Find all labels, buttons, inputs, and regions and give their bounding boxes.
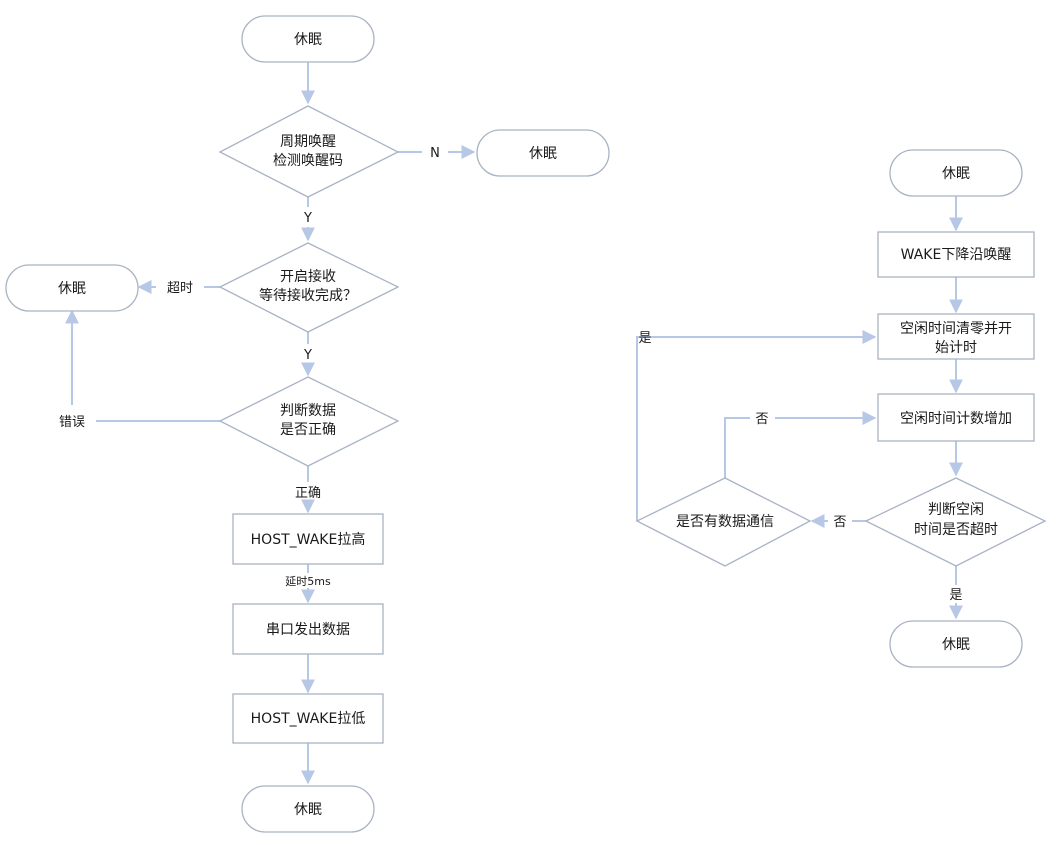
node-host-wake-low-label: HOST_WAKE拉低 — [251, 711, 366, 727]
node-enable-rx-line2: 等待接收完成？ — [259, 287, 357, 304]
node-host-wake-high-label: HOST_WAKE拉高 — [251, 531, 366, 548]
node-r-wake-falling-label: WAKE下降沿唤醒 — [901, 246, 1012, 263]
left-edge-labels: N Y 超时 Y 错误 正确 延时5ms — [59, 146, 440, 588]
node-host-wake-low — [232, 693, 384, 744]
node-sleep-timeout — [5, 264, 139, 312]
node-start-sleep-label: 休眠 — [294, 32, 322, 48]
node-sleep-timeout-label: 休眠 — [58, 281, 86, 297]
label-yes-sleep: 是 — [949, 588, 962, 603]
left-nodes: 休眠 周期唤醒 检测唤醒码 休眠 开启接收 等待接收完成？ 休眠 判断数据 是否… — [5, 15, 610, 833]
node-end-sleep-label: 休眠 — [294, 802, 322, 818]
label-no-timeout: 否 — [833, 515, 846, 530]
label-no-loop: 否 — [755, 412, 768, 427]
label-delay: 延时5ms — [285, 575, 331, 588]
node-periodic-wake-line2: 检测唤醒码 — [273, 152, 343, 169]
node-r-wake-falling — [877, 231, 1035, 278]
node-uart-send-label: 串口发出数据 — [266, 622, 350, 638]
node-r-has-data-label: 是否有数据通信 — [676, 514, 774, 530]
right-nodes: 休眠 WAKE下降沿唤醒 空闲时间清零并开 始计时 空闲时间计数增加 判断空闲 … — [635, 149, 1047, 668]
node-r-idle-inc-label: 空闲时间计数增加 — [900, 411, 1012, 427]
node-periodic-wake-line1: 周期唤醒 — [280, 133, 336, 150]
node-r-idle-reset-line1: 空闲时间清零并开 — [900, 321, 1012, 337]
label-y1: Y — [303, 211, 312, 226]
node-enable-rx-line1: 开启接收 — [280, 268, 336, 285]
right-edges — [636, 196, 963, 620]
node-sleep-no-code — [476, 129, 610, 177]
node-end-sleep — [241, 785, 375, 833]
node-check-data-line2: 是否正确 — [280, 422, 336, 438]
node-check-data — [218, 376, 400, 467]
label-y2: Y — [303, 348, 312, 363]
node-r-start-sleep — [889, 149, 1023, 197]
node-r-check-timeout — [864, 477, 1047, 567]
node-r-end-sleep-label: 休眠 — [942, 637, 970, 653]
edge-r-data-no-a — [724, 417, 750, 478]
left-edges — [65, 62, 476, 785]
right-edge-labels: 是 否 否 是 — [638, 331, 962, 603]
node-r-has-data — [635, 477, 812, 567]
label-correct: 正确 — [295, 486, 321, 501]
node-host-wake-high — [232, 513, 384, 565]
label-n: N — [430, 146, 440, 161]
node-r-idle-reset — [877, 313, 1035, 360]
node-periodic-wake — [218, 105, 400, 198]
label-error: 错误 — [59, 415, 85, 430]
edge-r-data-yes-a — [636, 336, 660, 521]
node-start-sleep — [241, 15, 375, 63]
label-yes-loop: 是 — [638, 331, 651, 346]
node-r-check-timeout-line1: 判断空闲 — [928, 502, 984, 518]
node-r-idle-reset-line2: 始计时 — [935, 340, 977, 356]
node-r-start-sleep-label: 休眠 — [942, 166, 970, 182]
node-r-check-timeout-line2: 时间是否超时 — [914, 522, 998, 538]
node-check-data-line1: 判断数据 — [280, 403, 336, 419]
label-timeout: 超时 — [167, 281, 193, 296]
node-r-idle-inc — [877, 393, 1035, 442]
node-r-end-sleep — [889, 620, 1023, 668]
node-uart-send — [232, 603, 384, 655]
node-sleep-no-code-label: 休眠 — [529, 146, 557, 162]
node-enable-rx — [218, 242, 400, 333]
